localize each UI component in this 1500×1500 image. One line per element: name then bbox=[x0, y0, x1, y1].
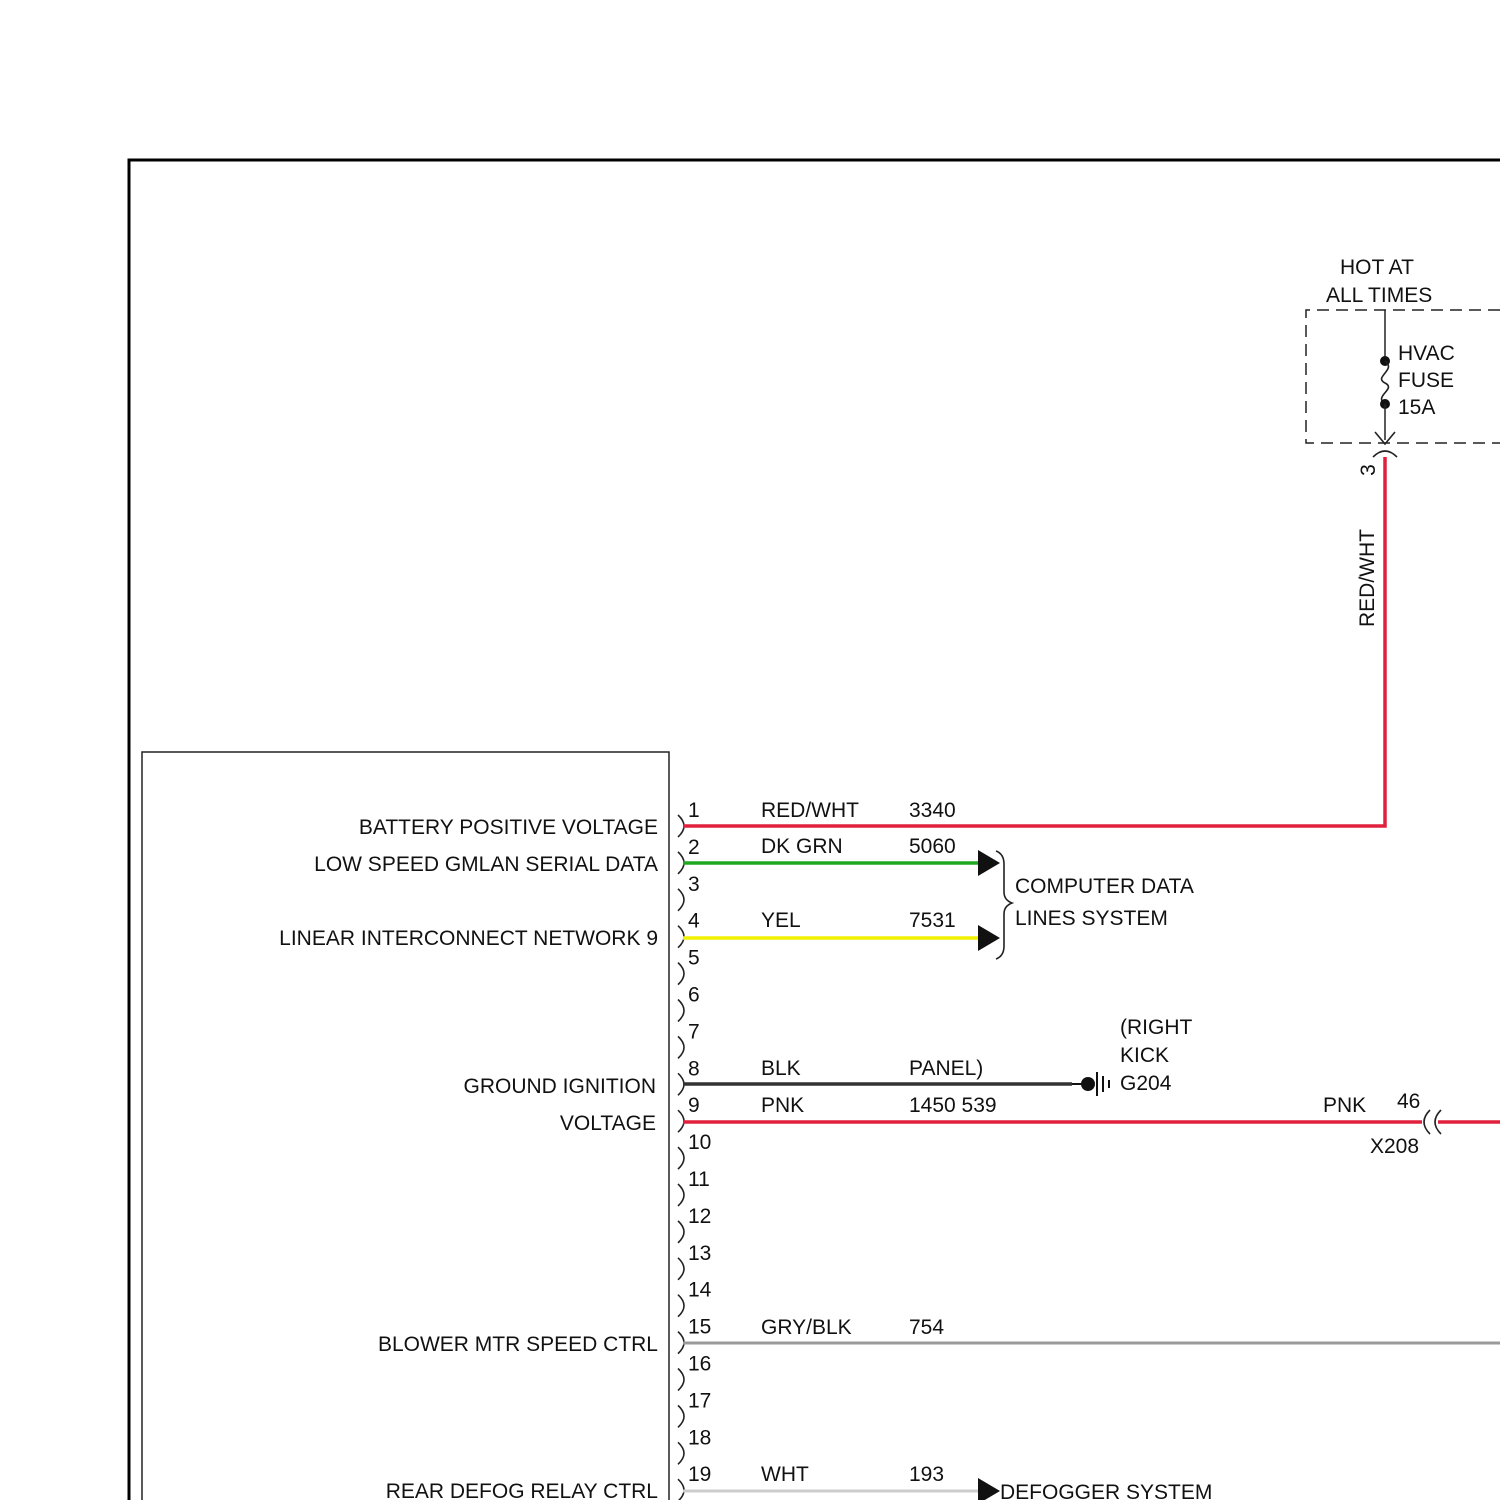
pin4-wire-color: YEL bbox=[761, 909, 801, 932]
pin-terminal-icon bbox=[678, 1258, 684, 1280]
pin-number: 9 bbox=[688, 1094, 700, 1117]
data-lines-brace-icon bbox=[996, 851, 1012, 959]
pin-number: 13 bbox=[688, 1242, 711, 1265]
fuse-pin-number: 3 bbox=[1357, 464, 1380, 476]
pin-terminal-icon bbox=[678, 963, 684, 985]
pin-number: 6 bbox=[688, 984, 700, 1007]
pin-number: 12 bbox=[688, 1205, 711, 1228]
pin9-circuit-number: 1450 539 bbox=[909, 1094, 997, 1117]
computer-data-lines-line2: LINES SYSTEM bbox=[1015, 907, 1168, 930]
pin8-circuit-text: PANEL) bbox=[909, 1057, 983, 1080]
pin15-function-label: BLOWER MTR SPEED CTRL bbox=[378, 1333, 658, 1356]
pin19-circuit-number: 193 bbox=[909, 1463, 944, 1486]
pin-terminal-icon bbox=[678, 1184, 684, 1206]
ground-name: G204 bbox=[1120, 1072, 1172, 1095]
pin9-wire-color: PNK bbox=[761, 1094, 804, 1117]
ground-location-line1: (RIGHT bbox=[1120, 1016, 1192, 1039]
wire-pin1-red-wht bbox=[683, 457, 1385, 826]
pin4-circuit-number: 7531 bbox=[909, 909, 956, 932]
pin-number: 3 bbox=[688, 873, 700, 896]
pin-number: 19 bbox=[688, 1463, 711, 1486]
pin-number: 1 bbox=[688, 799, 700, 822]
pin-number: 18 bbox=[688, 1426, 711, 1449]
pin2-circuit-number: 5060 bbox=[909, 835, 956, 858]
pin-number: 16 bbox=[688, 1353, 711, 1376]
defogger-system-label: DEFOGGER SYSTEM bbox=[1000, 1481, 1212, 1500]
ground-location-line2: KICK bbox=[1120, 1044, 1169, 1067]
fuse-block: HOT AT ALL TIMES HVAC FUSE 15A bbox=[1306, 256, 1500, 457]
hot-at-all-times-line2: ALL TIMES bbox=[1326, 284, 1432, 307]
circuit-labels: BATTERY POSITIVE VOLTAGE RED/WHT 3340 LO… bbox=[279, 799, 996, 1500]
pin-terminal-icon bbox=[678, 1000, 684, 1022]
arrow-pin19-icon bbox=[978, 1478, 1000, 1500]
pin-number: 14 bbox=[688, 1279, 712, 1302]
pin9-function-label: VOLTAGE bbox=[560, 1112, 656, 1135]
ground-g204 bbox=[1072, 1072, 1109, 1096]
pin15-circuit-number: 754 bbox=[909, 1316, 944, 1339]
pin-number: 5 bbox=[688, 947, 700, 970]
arrow-pin2-icon bbox=[978, 850, 1000, 876]
pin-number: 11 bbox=[688, 1168, 710, 1191]
pin-number: 4 bbox=[688, 910, 700, 933]
pin-terminal-icon bbox=[678, 1405, 684, 1427]
fuse-name-line1: HVAC bbox=[1398, 342, 1455, 365]
fuse-icon bbox=[1382, 361, 1389, 404]
pin4-function-label: LINEAR INTERCONNECT NETWORK 9 bbox=[279, 927, 658, 950]
pin1-function-label: BATTERY POSITIVE VOLTAGE bbox=[359, 816, 658, 839]
pin-terminal-icon bbox=[678, 1221, 684, 1243]
pin-terminal-icon bbox=[678, 1036, 684, 1058]
hot-at-all-times-line1: HOT AT bbox=[1340, 256, 1414, 279]
pin-number: 15 bbox=[688, 1316, 711, 1339]
pin15-wire-color: GRY/BLK bbox=[761, 1316, 852, 1339]
pin1-circuit-number: 3340 bbox=[909, 799, 956, 822]
pin-terminal-icon bbox=[678, 1442, 684, 1464]
pin19-function-label: REAR DEFOG RELAY CTRL bbox=[386, 1480, 658, 1500]
pin-terminal-icon bbox=[678, 889, 684, 911]
pin-number: 10 bbox=[688, 1131, 711, 1154]
pin1-wire-color: RED/WHT bbox=[761, 799, 859, 822]
arrow-pin4-icon bbox=[978, 925, 1000, 951]
fuse-name-line2: FUSE bbox=[1398, 369, 1454, 392]
pin8-function-label: GROUND IGNITION bbox=[464, 1075, 657, 1098]
pin2-wire-color: DK GRN bbox=[761, 835, 843, 858]
pin-terminal-icon bbox=[678, 1295, 684, 1317]
fuse-connector-cavity-icon bbox=[1373, 451, 1397, 457]
pin-number: 17 bbox=[688, 1389, 711, 1412]
x208-connector-name: X208 bbox=[1370, 1135, 1419, 1158]
computer-data-lines-line1: COMPUTER DATA bbox=[1015, 875, 1194, 898]
x208-pin-number: 46 bbox=[1397, 1090, 1420, 1113]
pin-number: 2 bbox=[688, 836, 700, 859]
pin-terminal-icon bbox=[678, 1147, 684, 1169]
x208-wire-color: PNK bbox=[1323, 1094, 1366, 1117]
pin8-wire-color: BLK bbox=[761, 1057, 801, 1080]
pin-terminal-icon bbox=[678, 1369, 684, 1391]
pin-number: 8 bbox=[688, 1057, 700, 1080]
fuse-rating: 15A bbox=[1398, 396, 1435, 419]
diagram-outer-frame bbox=[129, 160, 1500, 1500]
pin2-function-label: LOW SPEED GMLAN SERIAL DATA bbox=[314, 853, 658, 876]
pin-number: 7 bbox=[688, 1020, 700, 1043]
feed-wire-color-label: RED/WHT bbox=[1356, 529, 1379, 627]
pin19-wire-color: WHT bbox=[761, 1463, 809, 1486]
